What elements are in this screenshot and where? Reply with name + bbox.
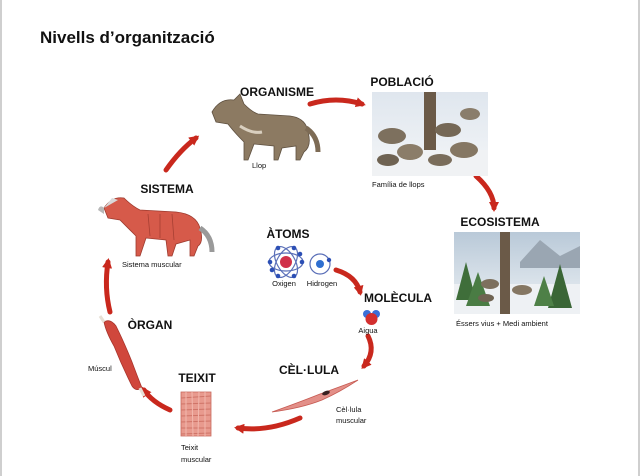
left-border <box>0 0 2 476</box>
population-caption: Família de llops <box>372 180 425 189</box>
system-caption: Sistema muscular <box>122 260 182 269</box>
wolf-caption: Llop <box>252 161 266 170</box>
system-level: SISTEMA Sistema muscular <box>98 182 215 269</box>
page-title: Nivells d’organització <box>40 28 215 47</box>
muscle-tissue-illustration <box>180 391 212 437</box>
organ-level: ÒRGAN Múscul <box>88 315 173 397</box>
cell-heading: CÈL·LULA <box>279 362 339 377</box>
tissue-level: TEIXIT Teixit muscular <box>178 371 216 464</box>
hydrogen-label: Hidrogen <box>307 279 337 288</box>
tissue-caption-line1: Teixit <box>181 443 199 452</box>
arrow-molecule-to-cell <box>361 333 374 370</box>
arrow-system-to-organism <box>163 135 200 173</box>
oxygen-atom-illustration <box>267 245 305 279</box>
muscle-label: Múscul <box>88 364 112 373</box>
ecosystem-photo <box>454 232 580 314</box>
population-heading: POBLACIÓ <box>370 74 433 89</box>
tissue-heading: TEIXIT <box>178 371 216 385</box>
oxygen-label: Oxigen <box>272 279 296 288</box>
system-heading: SISTEMA <box>140 182 194 196</box>
wolf-pack-photo <box>372 92 488 176</box>
cell-level: CÈL·LULA Cèl·lula muscular <box>271 362 367 425</box>
water-molecule-illustration <box>363 310 380 325</box>
molecule-level: MOLÈCULA Aigua <box>358 290 432 335</box>
molecule-heading: MOLÈCULA <box>364 290 432 305</box>
organ-heading: ÒRGAN <box>128 317 173 332</box>
ecosystem-heading: ECOSISTEMA <box>460 215 540 229</box>
muscle-cell-illustration <box>271 379 359 413</box>
arrow-population-to-ecosystem <box>473 173 499 212</box>
cycle-arrows <box>102 97 499 434</box>
atoms-heading: ÀTOMS <box>266 226 309 241</box>
arrow-organ-to-system <box>102 258 113 315</box>
population-level: POBLACIÓ Família de llops <box>370 74 488 189</box>
organism-level: ORGANISME Llop <box>211 85 321 170</box>
muscle-organ-illustration <box>98 315 146 397</box>
ecosystem-caption: Éssers vius + Medi ambient <box>456 319 549 328</box>
hydrogen-atom-illustration <box>309 253 332 275</box>
arrow-atoms-to-molecule <box>333 267 364 296</box>
arrow-cell-to-tissue <box>234 415 303 434</box>
organism-heading: ORGANISME <box>240 85 314 99</box>
tissue-caption-line2: muscular <box>181 455 212 464</box>
wolf-illustration <box>211 93 321 161</box>
atoms-level: ÀTOMS Oxigen Hidrogen <box>266 226 337 288</box>
water-label: Aigua <box>358 326 378 335</box>
cell-caption-line2: muscular <box>336 416 367 425</box>
right-border <box>638 0 640 476</box>
ecosystem-level: ECOSISTEMA Éssers vius + Medi ambient <box>454 215 580 328</box>
arrow-tissue-to-muscle <box>141 386 173 413</box>
wolf-muscular-system-illustration <box>98 197 215 257</box>
arrow-organism-to-population <box>307 97 366 108</box>
cell-caption-line1: Cèl·lula <box>336 405 362 414</box>
